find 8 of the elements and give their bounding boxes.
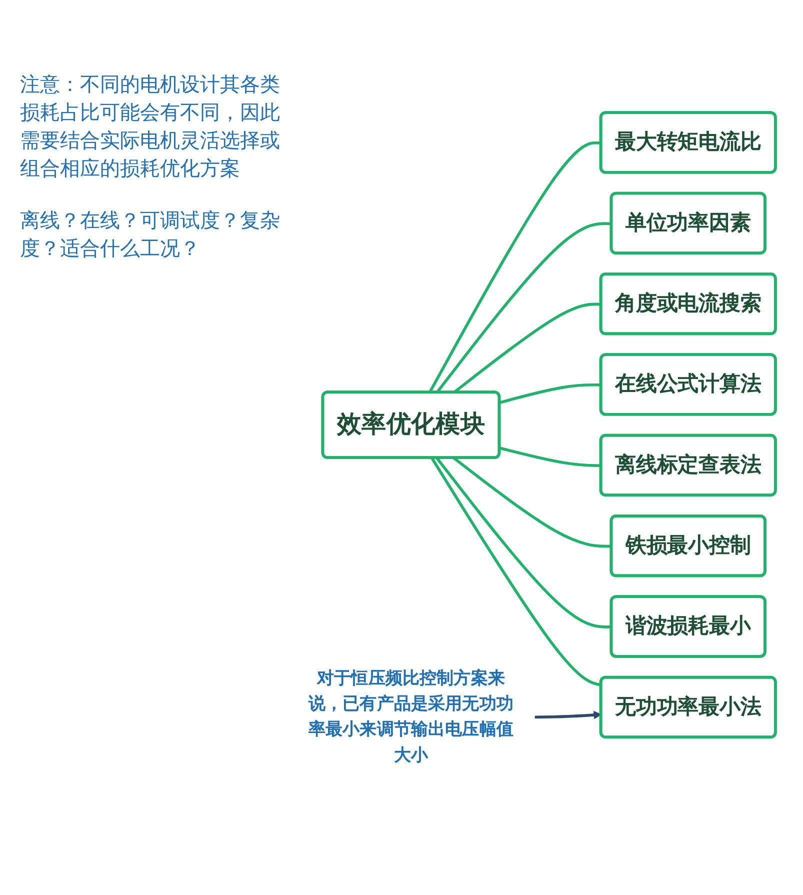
node-text: 对于恒压频比控制方案来说，已有产品是采用无功功率最小来调节输出电压幅值大小: [308, 668, 514, 766]
connector: [436, 457, 612, 629]
note-text: 注意：不同的电机设计其各类损耗占比可能会有不同，因此需要结合实际电机灵活选择或组合相应的损耗优化方案: [20, 71, 280, 182]
connector: [452, 457, 612, 548]
connector: [499, 446, 602, 468]
connector: [499, 384, 602, 404]
note-text: 离线？在线？可调试度？复杂度？适合什么工况？: [20, 207, 280, 262]
connector: [428, 142, 602, 394]
